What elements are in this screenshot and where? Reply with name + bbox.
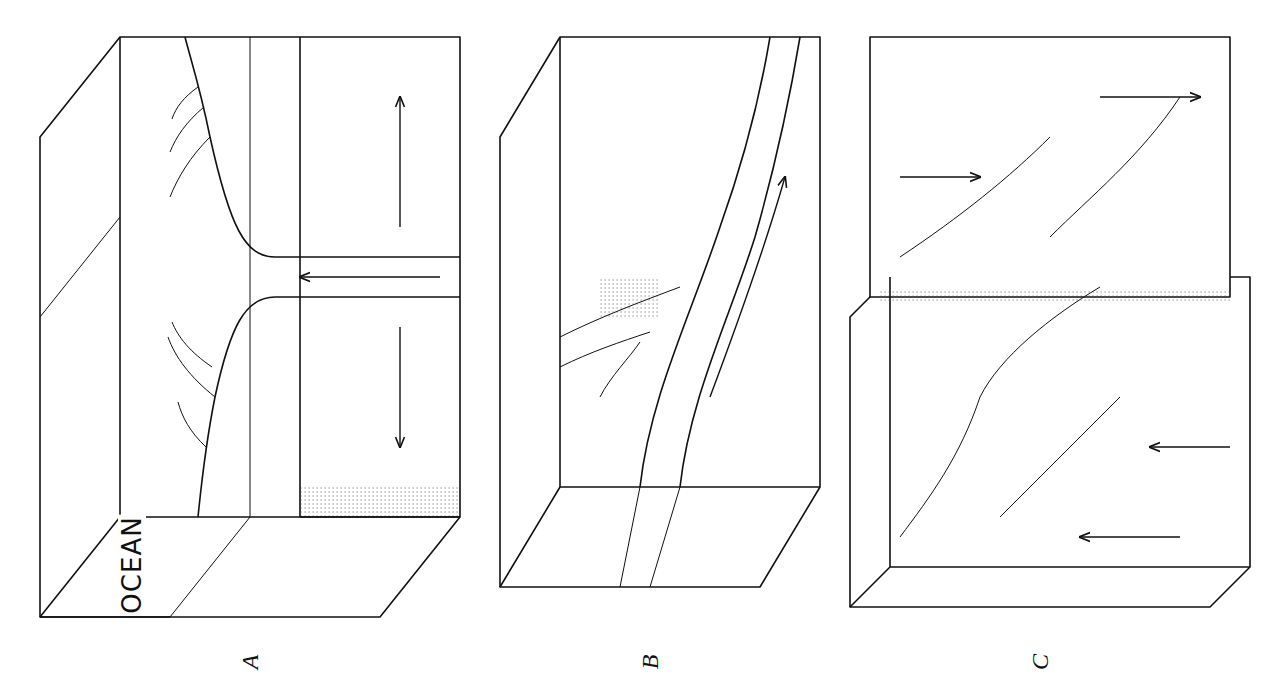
region-label: OCEAN xyxy=(118,514,146,615)
ridge-block xyxy=(40,37,460,617)
subduction-block xyxy=(500,37,820,587)
transform-block xyxy=(850,37,1250,607)
panel-letter: B xyxy=(637,653,663,672)
panel-letter: C xyxy=(1027,652,1053,672)
panel-letter: A xyxy=(237,653,263,672)
